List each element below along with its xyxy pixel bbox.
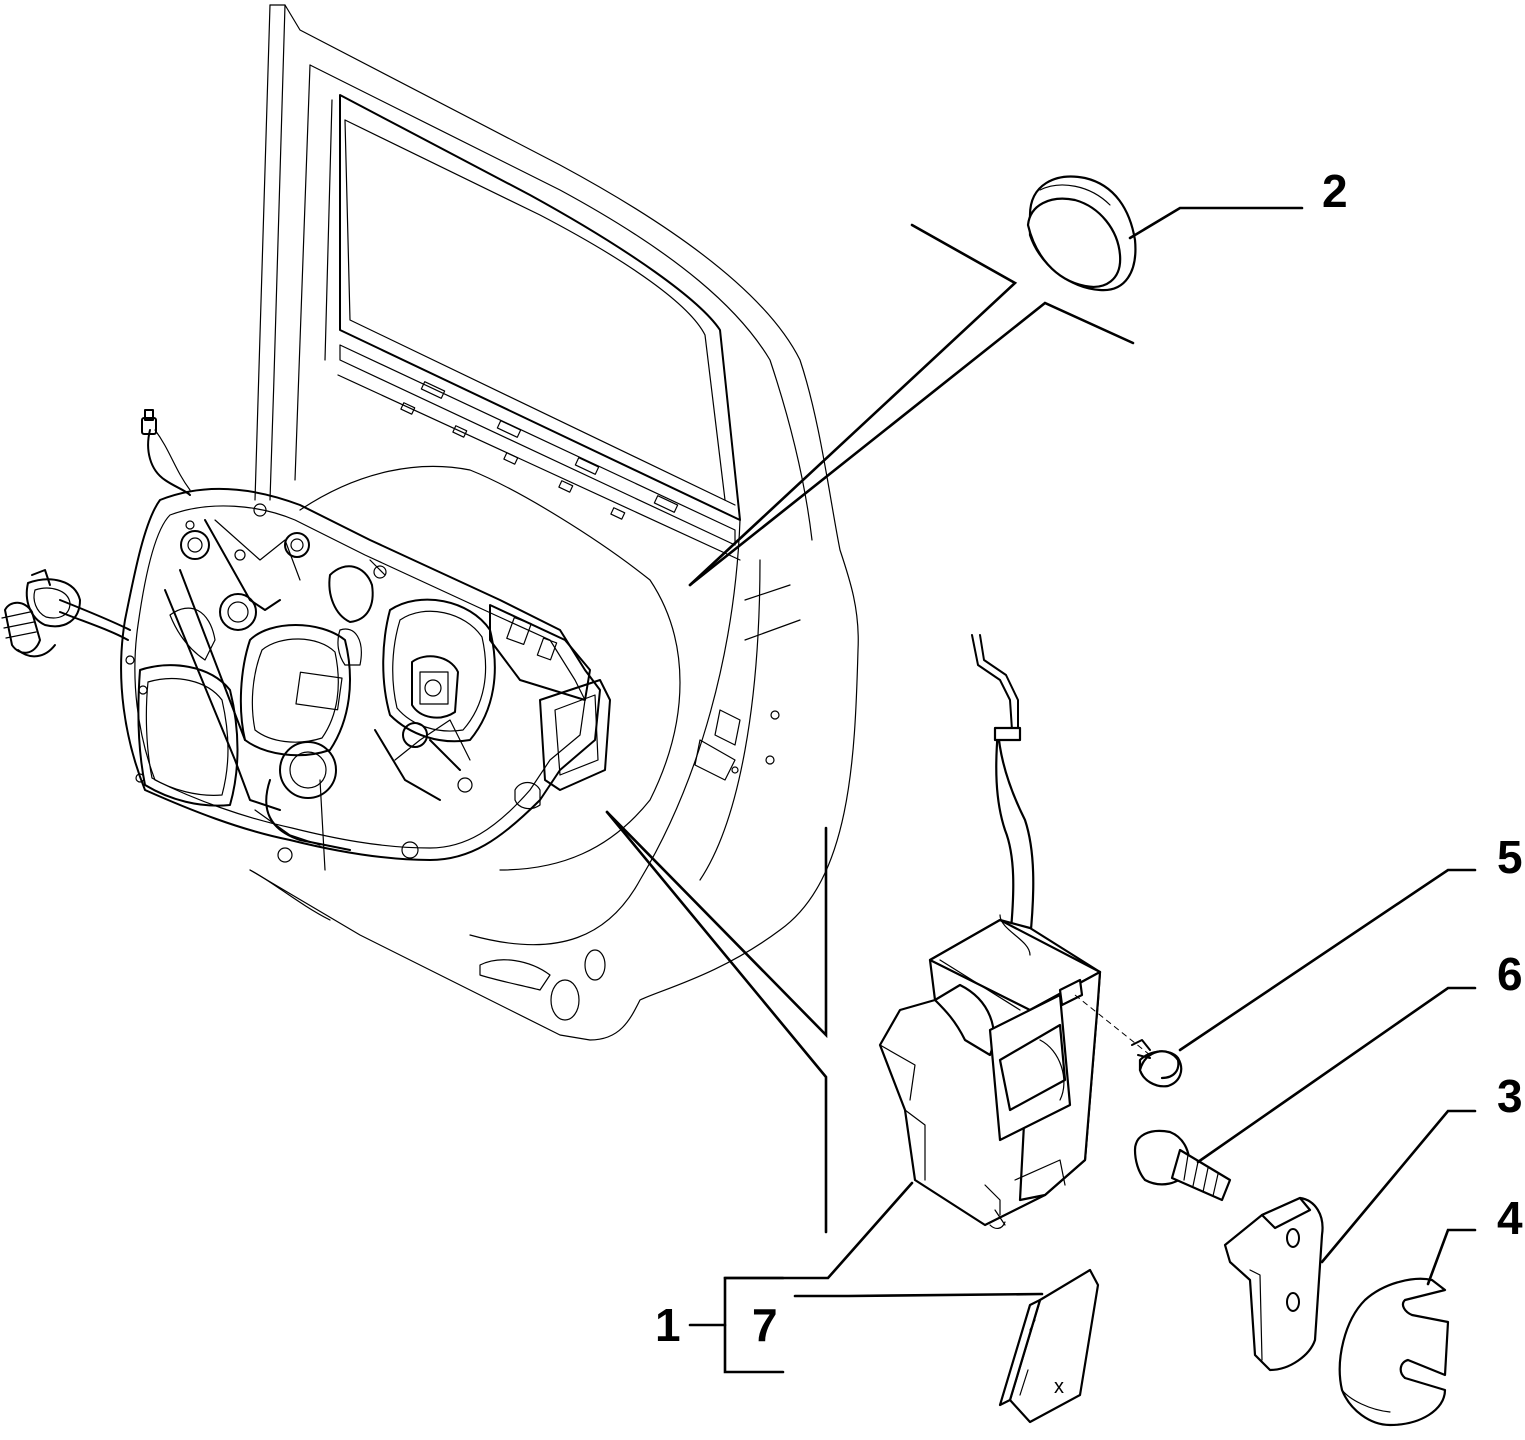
belt-slots xyxy=(400,381,679,520)
window-regulator-module xyxy=(120,487,611,871)
wiring-harness xyxy=(1,569,131,658)
leader-lines xyxy=(605,206,1477,1374)
callout-1: 1 xyxy=(655,1299,681,1351)
door-frame xyxy=(249,4,859,1041)
callout-5: 5 xyxy=(1497,831,1523,883)
part-5-clip xyxy=(1131,1039,1183,1088)
part-1-door-lock xyxy=(878,634,1102,1229)
assembly-path-line xyxy=(1074,994,1151,1056)
callout-7: 7 xyxy=(752,1299,778,1351)
callout-6: 6 xyxy=(1497,948,1523,1000)
part-7-cover-plate: x xyxy=(998,1268,1100,1424)
callout-4: 4 xyxy=(1497,1192,1523,1244)
callout-3: 3 xyxy=(1497,1070,1523,1122)
connector-cable xyxy=(141,409,191,496)
plate-marking-text: x xyxy=(1054,1376,1064,1398)
callout-2: 2 xyxy=(1322,165,1348,217)
part-4-shim xyxy=(1338,1277,1450,1427)
part-3-striker-plate xyxy=(1223,1196,1324,1372)
part-2-plug xyxy=(1026,175,1137,292)
callout-labels: 2 5 6 3 4 1 7 xyxy=(655,165,1523,1351)
part-6-screw xyxy=(1133,1129,1232,1202)
